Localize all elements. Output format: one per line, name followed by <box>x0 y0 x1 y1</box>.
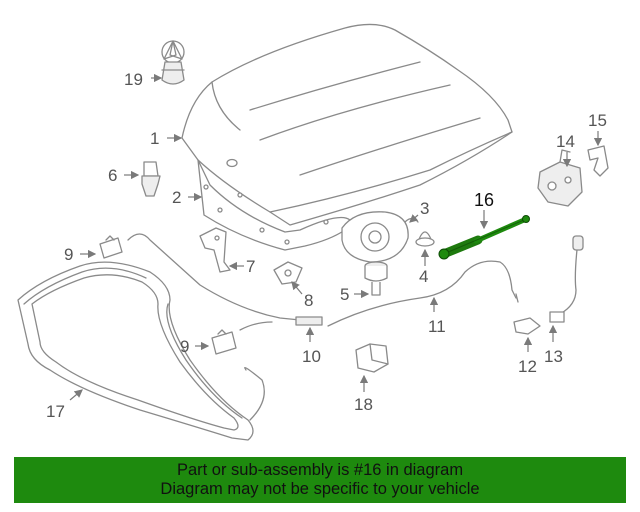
arrow-17 <box>69 389 83 401</box>
callout-17: 17 <box>46 402 65 421</box>
part-16-gas-strut <box>438 215 530 260</box>
part-14-lock <box>537 149 583 207</box>
part-10-connector <box>295 316 323 326</box>
callout-16: 16 <box>474 190 494 210</box>
callout-3: 3 <box>420 199 429 218</box>
callout-9-upper: 9 <box>64 245 73 264</box>
part-11-cable <box>327 260 517 327</box>
part-18-bracket <box>355 343 389 373</box>
part-19-emblem <box>161 40 185 85</box>
banner-line-disclaimer: Diagram may not be specific to your vehi… <box>160 480 480 498</box>
part-4-clip <box>415 231 435 247</box>
part-12-latch <box>513 317 541 335</box>
callout-5: 5 <box>340 285 349 304</box>
part-13-sensor <box>549 235 584 323</box>
part-3-pad <box>341 211 419 263</box>
part-6-clip <box>141 161 161 197</box>
part-7-hinge <box>199 227 231 273</box>
callout-13: 13 <box>544 347 563 366</box>
arrow-3 <box>409 214 419 223</box>
part-9-bracket-lower <box>211 329 237 355</box>
hood-parts-diagram: 19 1 2 3 4 5 6 7 8 9 9 10 11 12 13 14 15… <box>17 23 609 441</box>
banner-line-part: Part or sub-assembly is #16 in diagram <box>176 461 464 479</box>
callout-7: 7 <box>246 257 255 276</box>
callout-18: 18 <box>354 395 373 414</box>
callout-14: 14 <box>556 132 575 151</box>
callout-8: 8 <box>304 291 313 310</box>
callout-15: 15 <box>588 111 607 130</box>
callout-9-lower: 9 <box>180 337 189 356</box>
callout-4: 4 <box>419 267 428 286</box>
callout-6: 6 <box>108 166 117 185</box>
part-1-hood <box>181 23 513 226</box>
info-banner: Part or sub-assembly is #16 in diagram D… <box>14 457 626 503</box>
arrow-8 <box>291 281 303 295</box>
part-5-bumper <box>364 261 388 296</box>
callout-10: 10 <box>302 347 321 366</box>
part-15-bracket <box>587 145 609 177</box>
callout-2: 2 <box>172 188 181 207</box>
callout-12: 12 <box>518 357 537 376</box>
callout-19: 19 <box>124 70 143 89</box>
callout-11: 11 <box>428 317 446 336</box>
part-17-seal <box>17 261 265 441</box>
callout-1: 1 <box>150 129 159 148</box>
part-8-bracket <box>273 261 303 285</box>
release-cable <box>127 233 321 323</box>
part-9-bracket-upper <box>99 235 123 259</box>
